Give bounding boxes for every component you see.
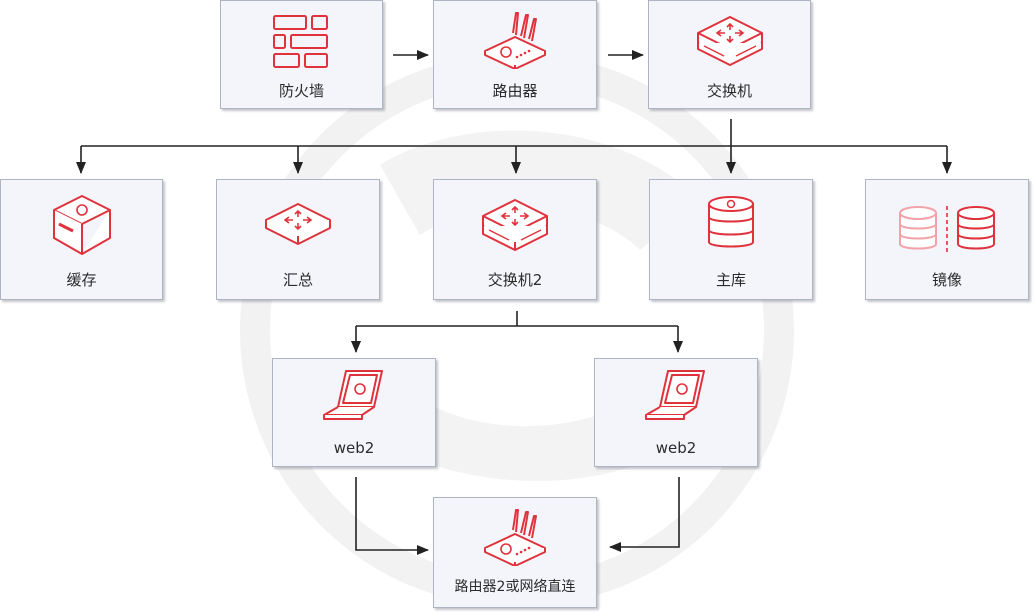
database-mirror-icon	[899, 206, 995, 254]
router-antenna-icon	[484, 509, 546, 566]
switch2-node[interactable]: 交换机2	[433, 179, 597, 300]
switch-label: 交换机	[706, 82, 752, 100]
edge-web2-right-router2	[609, 477, 680, 552]
laptop-icon	[323, 370, 383, 420]
laptop-icon	[645, 370, 705, 420]
web2-right-label: web2	[655, 439, 697, 457]
cache-node[interactable]: 缓存	[0, 179, 163, 300]
router2-label: 路由器2或网络直连	[454, 579, 576, 595]
database-icon	[708, 196, 754, 248]
router-node[interactable]: 路由器	[433, 0, 597, 109]
router2-node[interactable]: 路由器2或网络直连	[433, 497, 597, 608]
router-antenna-icon	[484, 12, 546, 69]
brick-wall-icon	[272, 15, 328, 68]
switch-node[interactable]: 交换机	[648, 0, 811, 109]
mirror-node[interactable]: 镜像	[865, 179, 1029, 300]
web2-right-node[interactable]: web2	[594, 358, 758, 467]
web2-left-node[interactable]: web2	[272, 358, 436, 467]
network-switch-icon	[696, 16, 763, 66]
primary-db-label: 主库	[715, 271, 746, 289]
router-label: 路由器	[492, 82, 538, 100]
aggregation-label: 汇总	[282, 271, 313, 289]
network-switch-icon	[265, 203, 331, 245]
firewall-label: 防火墙	[278, 82, 324, 100]
storage-box-icon	[52, 195, 111, 255]
network-switch-icon	[482, 199, 548, 251]
aggregation-node[interactable]: 汇总	[216, 179, 380, 300]
edge-web2-left-router2	[355, 477, 429, 555]
web2-left-label: web2	[333, 439, 375, 457]
switch2-label: 交换机2	[487, 271, 543, 289]
firewall-node[interactable]: 防火墙	[220, 0, 383, 109]
mirror-label: 镜像	[931, 271, 962, 289]
primary-db-node[interactable]: 主库	[649, 179, 813, 300]
cache-label: 缓存	[66, 271, 97, 289]
